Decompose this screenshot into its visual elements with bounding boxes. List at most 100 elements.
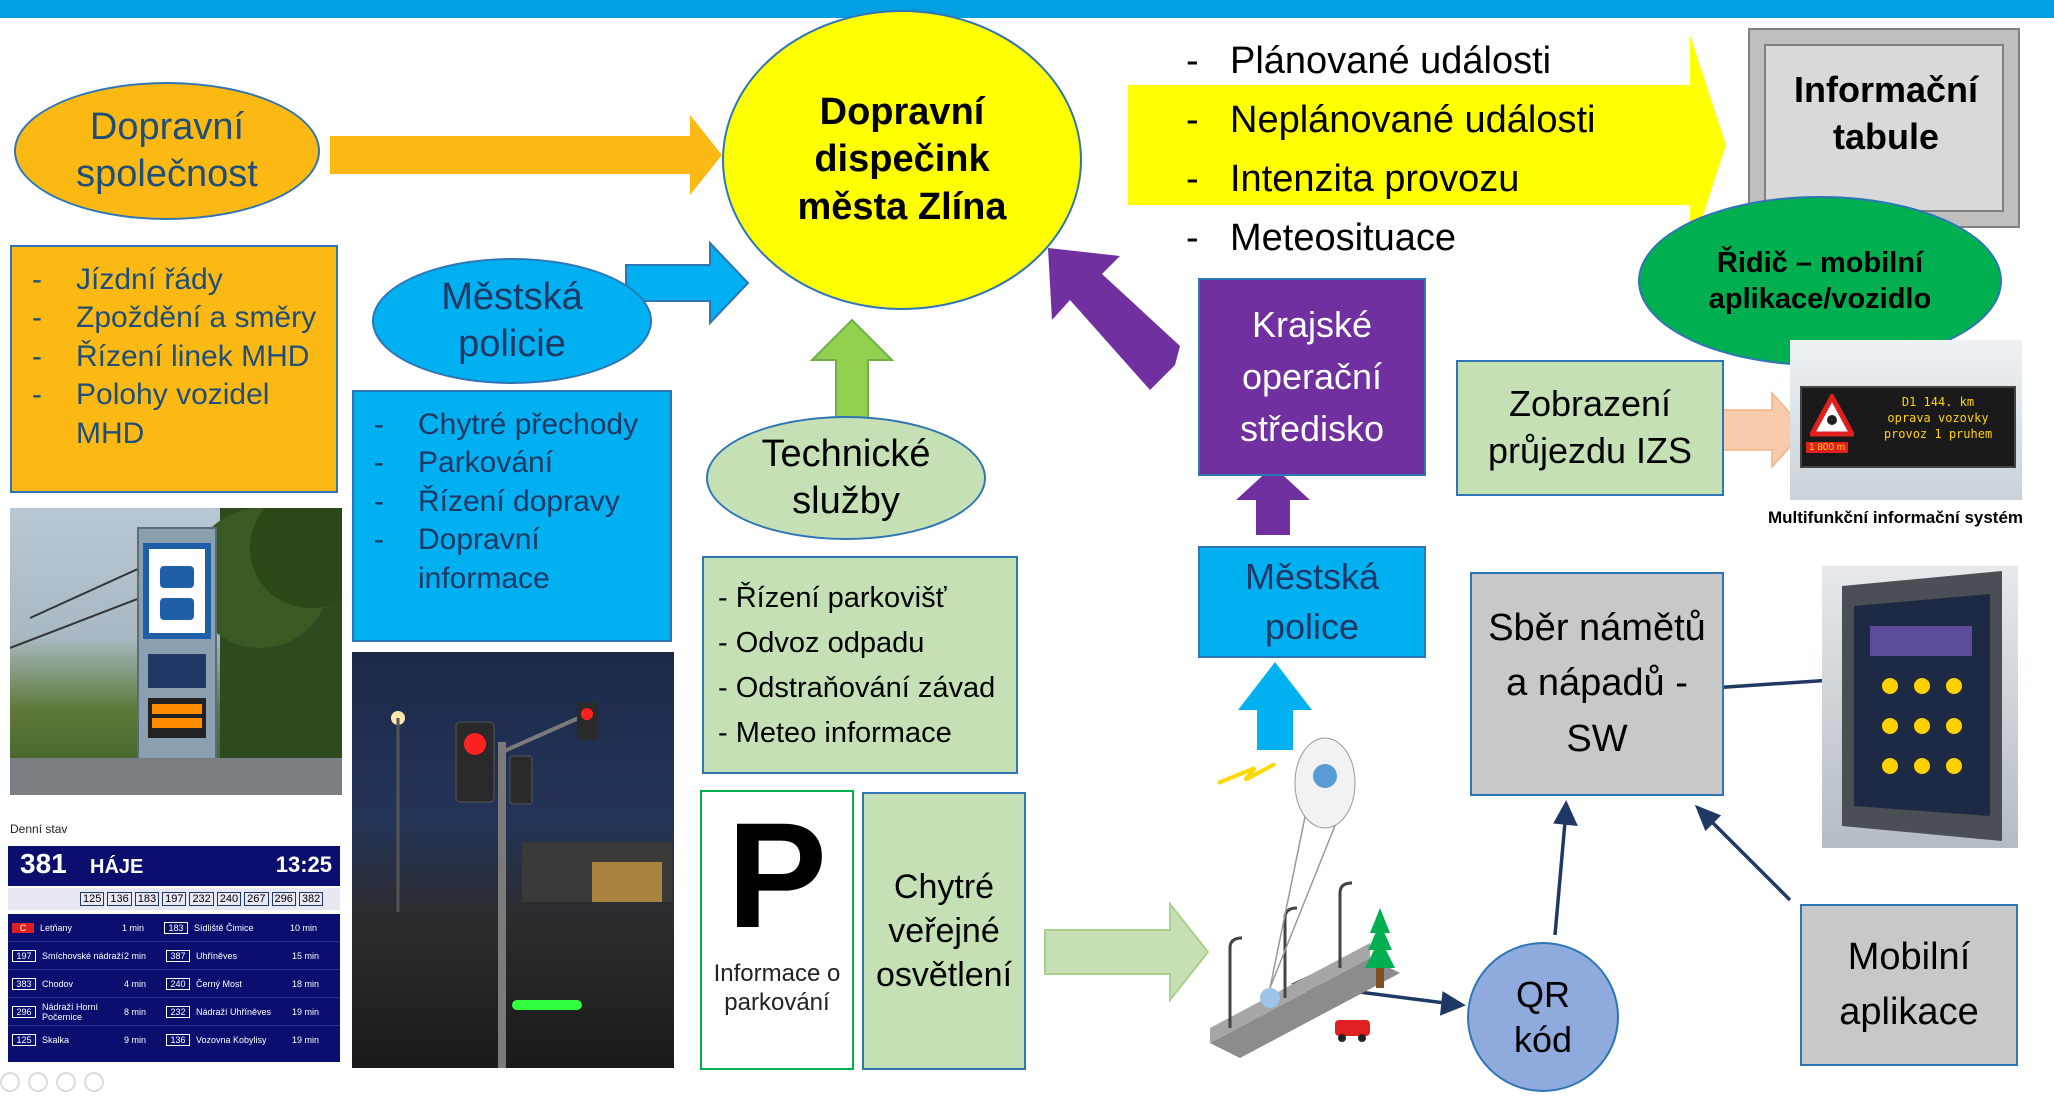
list-item: Řízení dopravy [360, 483, 664, 522]
row-stop: Chodov [42, 978, 74, 989]
node-mestska-policie: Městská policie [372, 258, 652, 384]
zoom-icon[interactable] [56, 1072, 76, 1092]
row-line: 387 [166, 949, 190, 962]
row-time: 2 min [124, 950, 147, 961]
bus-stop-photo [10, 508, 342, 795]
row-line: 197 [12, 949, 36, 962]
row-time: 1 min [122, 922, 145, 933]
node-qr-kod: QR kód [1467, 942, 1619, 1092]
node-qr-kod-label: QR kód [1513, 974, 1573, 1060]
row-time: 15 min [292, 950, 320, 961]
smart-street-illustration [1200, 728, 1470, 1058]
arrow-kiosk-to-sber [1711, 678, 1833, 690]
parking-info-label: Informace o parkování [713, 960, 841, 1016]
back-icon[interactable] [0, 1072, 20, 1092]
caption-multifunkcni: Multifunkční informační systém [1768, 508, 2024, 527]
departure-line-number: 381 [20, 848, 67, 879]
node-informacni-tabule-label: Informační tabule [1793, 69, 1979, 157]
row-line: 183 [164, 921, 188, 934]
vms-sign: 1 800 m D1 144. km oprava vozovky provoz… [1790, 340, 2022, 500]
node-chytre-osvetleni-label: Chytré veřejné osvětlení [875, 867, 1013, 995]
table-row: 197 Smíchovské nádraží 2 min 387 Uhříněv… [8, 942, 340, 970]
node-ridic-label: Řidič – mobilní aplikace/vozidlo [1708, 246, 1932, 315]
row-line: 232 [166, 1005, 190, 1018]
table-row: 383 Chodov 4 min 240 Černý Most 18 min [8, 970, 340, 998]
row-stop: Sídliště Čimice [194, 922, 254, 933]
list-item: Dopravní informace [360, 521, 664, 598]
node-mestska-policie-label: Městská policie [441, 275, 583, 366]
node-sber-namectu-label: Sběr námětů a nápadů - SW [1488, 607, 1706, 760]
table-row: 296 Nádraží Horní Počernice 8 min 232 Ná… [8, 998, 340, 1026]
node-technicke-sluzby: Technické služby [706, 416, 986, 540]
connection-badge: 125 [80, 892, 105, 906]
warning-roadwork-icon [1810, 394, 1854, 437]
node-krajske-label: Krajské operační středisko [1239, 303, 1385, 450]
row-line: 125 [12, 1033, 36, 1046]
list-item: Zpoždění a směry [18, 299, 330, 338]
list-item: Meteosituace [1172, 209, 1652, 268]
row-stop: Nádraží Uhříněves [196, 1006, 272, 1017]
connection-badge: 136 [107, 892, 132, 906]
connection-badge: 232 [189, 892, 214, 906]
slides-icon[interactable] [28, 1072, 48, 1092]
departure-board: Denní stav 381 HÁJE 13:25 125 136 183 19… [8, 820, 340, 1068]
arrow-osvetleni-to-scene [1044, 901, 1210, 1003]
node-technicke-sluzby-label: Technické služby [761, 432, 931, 523]
row-line: 240 [166, 977, 190, 990]
departure-time: 13:25 [275, 852, 332, 877]
list-item: - Odstraňování závad [718, 671, 996, 704]
row-time: 18 min [292, 978, 320, 989]
node-sber-namectu: Sběr námětů a nápadů - SW [1470, 572, 1724, 796]
departure-rows: C Letňany 1 min 183 Sídliště Čimice 10 m… [8, 914, 340, 1062]
connection-badge: 267 [244, 892, 269, 906]
node-mobilni-aplikace: Mobilní aplikace [1800, 904, 2018, 1066]
list-dopravni-spolecnost: Jízdní řády Zpoždění a směry Řízení line… [10, 245, 338, 493]
departure-connections: 125 136 183 197 232 240 267 296 382 [8, 888, 340, 910]
list-item: Intenzita provozu [1172, 150, 1652, 209]
vms-line: oprava vozovky [1887, 411, 1989, 426]
arrow-mobilni-to-sber [1708, 818, 1792, 902]
table-row: C Letňany 1 min 183 Sídliště Čimice 10 m… [8, 914, 340, 942]
connection-badge: 197 [162, 892, 187, 906]
list-item: - Odvoz odpadu [718, 626, 925, 659]
parking-info-tile: P Informace o parkování [700, 790, 854, 1070]
connection-badge: 183 [134, 892, 160, 906]
header-bar [0, 0, 2054, 18]
row-stop: Vozovna Kobylisy [196, 1034, 267, 1045]
list-technicke-sluzby: - Řízení parkovišť - Odvoz odpadu - Odst… [702, 556, 1018, 774]
arrow-krajske-to-dispecink [1048, 248, 1180, 390]
row-stop: Nádraží Horní Počernice [42, 1001, 99, 1022]
row-line: 383 [12, 977, 36, 990]
kiosk-photo [1822, 566, 2018, 848]
departure-board-top: 381 HÁJE 13:25 [8, 846, 340, 886]
node-mestska-police-label: Městská police [1244, 555, 1380, 647]
arrow-qr-to-sber [1553, 821, 1567, 936]
vms-distance: 1 800 m [1806, 442, 1849, 453]
node-zobrazeni-izs-label: Zobrazení průjezdu IZS [1487, 383, 1693, 471]
row-time: 19 min [292, 1006, 320, 1017]
more-icon[interactable] [84, 1072, 104, 1092]
arrow-police-to-krajske [1236, 466, 1310, 535]
node-dopravni-spolecnost-label: Dopravní společnost [76, 105, 258, 196]
node-dopravni-dispecink: Dopravní dispečink města Zlína [722, 10, 1082, 310]
node-zobrazeni-izs: Zobrazení průjezdu IZS [1456, 360, 1724, 496]
row-stop: Skalka [42, 1034, 70, 1045]
list-item: Neplánované události [1172, 91, 1652, 150]
node-ridic: Řidič – mobilní aplikace/vozidlo [1638, 196, 2002, 366]
list-item: - Řízení parkovišť [718, 582, 947, 614]
traffic-light-photo [352, 652, 674, 1068]
departure-destination: HÁJE [90, 856, 144, 878]
node-dispecink-label: Dopravní dispečink města Zlína [797, 90, 1007, 228]
parking-p-icon: P [726, 791, 828, 959]
slide-toolbar [0, 1072, 160, 1096]
node-chytre-osvetleni: Chytré veřejné osvětlení [862, 792, 1026, 1070]
row-line: 136 [166, 1033, 190, 1046]
row-line: 296 [12, 1005, 36, 1018]
node-mestska-police: Městská police [1198, 546, 1426, 658]
connection-badge: 296 [271, 892, 296, 906]
vms-line: provoz 1 pruhem [1883, 427, 1993, 442]
departure-board-header: Denní stav [10, 822, 68, 836]
row-stop: Smíchovské nádraží [42, 950, 124, 961]
list-item: Polohy vozidel MHD [18, 376, 330, 453]
row-stop: Uhříněves [196, 950, 238, 961]
